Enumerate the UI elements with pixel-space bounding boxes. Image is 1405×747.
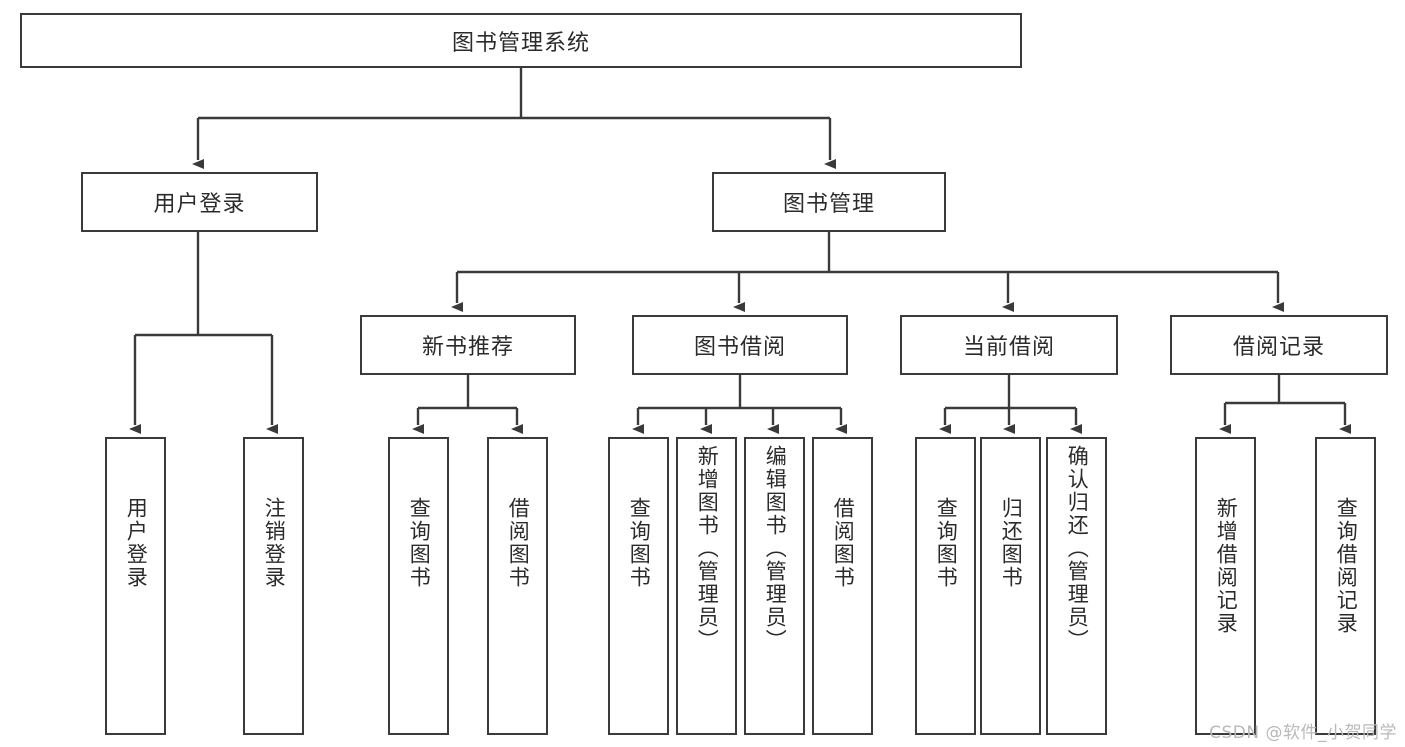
leaf-label: 借阅图书 bbox=[506, 497, 531, 589]
node-borrow-record[interactable]: 借阅记录 bbox=[1170, 315, 1388, 375]
leaf-label: 查询图书 bbox=[934, 497, 959, 589]
leaf-user-login-logout[interactable]: 注销登录 bbox=[243, 437, 304, 735]
leaf-label: 借阅图书 bbox=[831, 497, 856, 589]
leaf-label: 查询图书 bbox=[627, 497, 652, 589]
leaf-borrow-record-query[interactable]: 查询借阅记录 bbox=[1315, 437, 1376, 735]
leaf-current-borrow-return[interactable]: 归还图书 bbox=[980, 437, 1041, 735]
leaf-new-book-borrow[interactable]: 借阅图书 bbox=[487, 437, 548, 735]
node-book-borrow[interactable]: 图书借阅 bbox=[632, 315, 848, 375]
leaf-label: 归还图书 bbox=[999, 497, 1024, 589]
leaf-label: 注销登录 bbox=[262, 497, 287, 589]
leaf-label: 用户登录 bbox=[124, 497, 149, 589]
leaf-book-borrow-add[interactable]: 新增图书（管理员） bbox=[676, 437, 737, 735]
node-current-borrow[interactable]: 当前借阅 bbox=[900, 315, 1118, 375]
watermark-text: CSDN @软件_小贺同学 bbox=[1209, 723, 1397, 743]
leaf-current-borrow-confirm-return[interactable]: 确认归还（管理员） bbox=[1046, 437, 1107, 735]
leaf-label: 编辑图书（管理员） bbox=[763, 445, 788, 652]
node-user-login[interactable]: 用户登录 bbox=[81, 172, 318, 232]
node-new-book-recommend[interactable]: 新书推荐 bbox=[360, 315, 576, 375]
leaf-label: 查询借阅记录 bbox=[1334, 497, 1359, 635]
node-root-system[interactable]: 图书管理系统 bbox=[20, 13, 1022, 68]
leaf-label: 查询图书 bbox=[407, 497, 432, 589]
leaf-current-borrow-query[interactable]: 查询图书 bbox=[915, 437, 976, 735]
node-book-management[interactable]: 图书管理 bbox=[712, 172, 946, 232]
leaf-new-book-query[interactable]: 查询图书 bbox=[388, 437, 449, 735]
leaf-label: 新增图书（管理员） bbox=[695, 445, 720, 652]
leaf-book-borrow-borrow[interactable]: 借阅图书 bbox=[812, 437, 873, 735]
leaf-book-borrow-query[interactable]: 查询图书 bbox=[608, 437, 669, 735]
leaf-borrow-record-add[interactable]: 新增借阅记录 bbox=[1195, 437, 1256, 735]
leaf-label: 确认归还（管理员） bbox=[1065, 445, 1090, 652]
leaf-label: 新增借阅记录 bbox=[1214, 497, 1239, 635]
leaf-user-login-login[interactable]: 用户登录 bbox=[105, 437, 166, 735]
leaf-book-borrow-edit[interactable]: 编辑图书（管理员） bbox=[744, 437, 805, 735]
